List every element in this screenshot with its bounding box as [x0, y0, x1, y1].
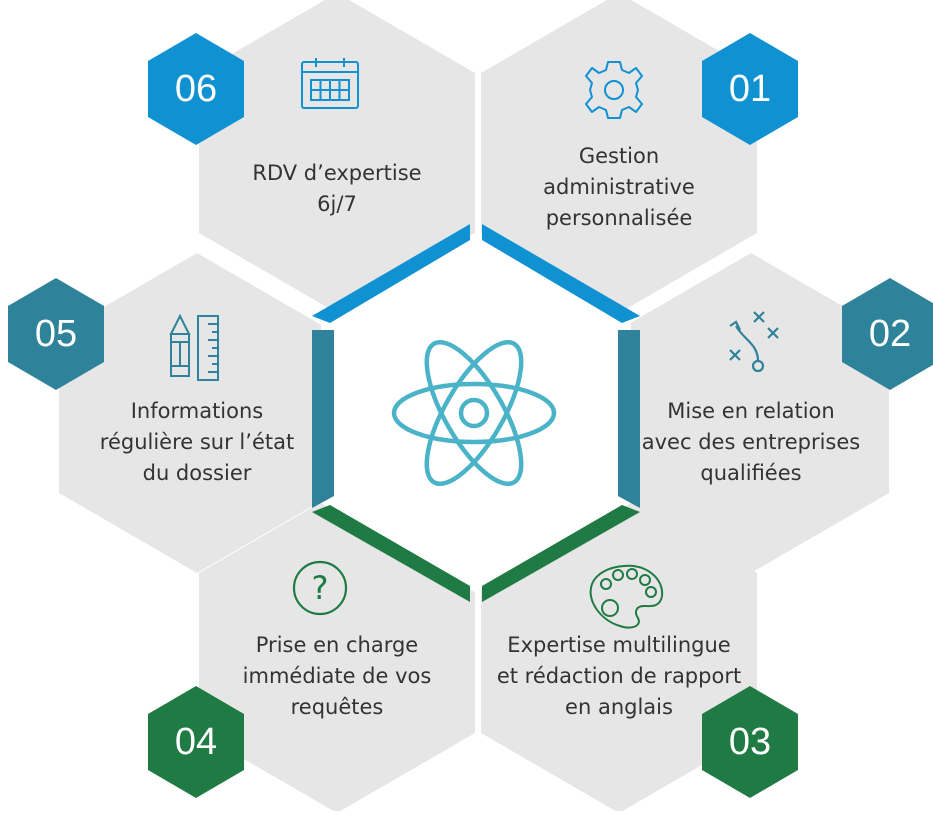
- badge-hex-05: [8, 278, 104, 390]
- badge-hex-06: [148, 33, 244, 145]
- hex-tile-04: [199, 493, 475, 813]
- caption-06-line-2: 6j/7: [317, 192, 357, 216]
- caption-02-line-1: Mise en relation: [667, 399, 835, 423]
- caption-05-line-2: régulière sur l’état: [99, 430, 295, 454]
- gear-icon: [585, 61, 643, 119]
- svg-text:?: ?: [312, 569, 329, 607]
- caption-05-line-3: du dossier: [142, 461, 252, 485]
- caption-04-line-1: Prise en charge: [255, 633, 419, 657]
- caption-04-line-2: immédiate de vos: [242, 664, 432, 688]
- ring-segment-bottom-right: [482, 505, 640, 602]
- badge-hex-03: [702, 686, 798, 798]
- ring-segment-right: [618, 330, 640, 508]
- caption-01: Gestion administrative personnalisée: [494, 141, 744, 234]
- atom-icon: [391, 339, 557, 487]
- hex-tile-05: [59, 253, 335, 573]
- caption-02-line-3: qualifiées: [700, 461, 802, 485]
- question-icon: ?: [292, 560, 348, 616]
- hex-tile-06: [199, 0, 475, 313]
- badge-number-05: 05: [34, 313, 78, 355]
- hex-tile-02: [613, 253, 889, 573]
- center-hexagon: [321, 233, 631, 593]
- caption-05: Informations régulière sur l’état du dos…: [72, 396, 322, 489]
- badge-number-01: 01: [728, 68, 772, 110]
- caption-01-line-2: administrative: [543, 175, 695, 199]
- caption-05-line-1: Informations: [130, 399, 264, 423]
- badge-hex-02: [842, 278, 933, 390]
- caption-04-line-3: requêtes: [290, 695, 384, 719]
- caption-01-line-1: Gestion: [578, 144, 660, 168]
- pencil-ruler-icon: [169, 313, 219, 381]
- hex-tile-01: [481, 0, 757, 313]
- badge-number-04: 04: [174, 721, 218, 763]
- badge-hex-04: [148, 686, 244, 798]
- caption-03-line-2: et rédaction de rapport: [496, 664, 742, 688]
- calendar-icon: [301, 58, 359, 109]
- caption-02: Mise en relation avec des entreprises qu…: [626, 396, 876, 489]
- badge-number-02: 02: [868, 313, 912, 355]
- caption-06: RDV d’expertise 6j/7: [217, 158, 457, 220]
- palette-icon: [589, 564, 664, 629]
- caption-04: Prise en charge immédiate de vos requête…: [212, 630, 462, 723]
- caption-03-line-3: en anglais: [565, 695, 673, 719]
- badge-hex-01: [702, 33, 798, 145]
- caption-02-line-2: avec des entreprises: [641, 430, 861, 454]
- ring-segment-top-left: [312, 224, 470, 323]
- caption-03-line-1: Expertise multilingue: [507, 633, 731, 657]
- badge-number-03: 03: [728, 721, 772, 763]
- ring-segment-top-right: [482, 224, 640, 323]
- hex-tile-03: [481, 493, 757, 813]
- ring-segment-bottom-left: [312, 505, 470, 602]
- caption-03: Expertise multilingue et rédaction de ra…: [484, 630, 754, 723]
- caption-06-line-1: RDV d’expertise: [252, 161, 422, 185]
- caption-01-line-3: personnalisée: [545, 206, 693, 230]
- strategy-icon: [729, 311, 779, 373]
- ring-segment-left: [312, 330, 334, 508]
- badge-number-06: 06: [174, 68, 218, 110]
